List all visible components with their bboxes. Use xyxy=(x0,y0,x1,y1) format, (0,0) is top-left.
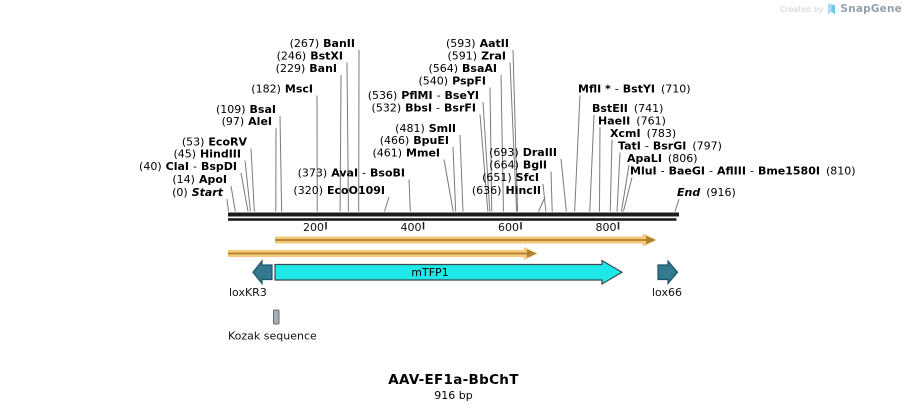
enzyme-connector-line xyxy=(244,160,251,212)
enzyme-label: ApaLI(806) xyxy=(627,152,698,165)
feature-kozak-label: Kozak sequence xyxy=(228,330,317,343)
enzyme-connector-line xyxy=(550,171,553,212)
enzyme-label: (593)AatII xyxy=(446,37,509,50)
enzyme-connector-line xyxy=(589,114,595,212)
enzyme-connector-line xyxy=(339,74,342,212)
enzyme-connector-line xyxy=(250,148,255,212)
primer-arrow xyxy=(228,247,538,260)
snapgene-brand-name: SnapGene xyxy=(840,3,902,15)
enzyme-label: (14)ApoI xyxy=(172,173,227,186)
enzyme-connector-line xyxy=(616,152,621,212)
feature-kozak-marker xyxy=(273,309,280,325)
enzyme-label: (109)BsaI xyxy=(216,103,276,116)
enzyme-label: MflI *-BstYI(710) xyxy=(578,83,691,96)
enzyme-label: (540)PspFI xyxy=(419,75,487,88)
sequence-title: AAV-EF1a-BbChT xyxy=(388,372,519,388)
feature-mTFP1-arrow xyxy=(274,259,624,286)
enzyme-label: (40)ClaI-BspDI xyxy=(139,160,237,173)
enzyme-label: (693)DraIII xyxy=(489,146,557,159)
enzyme-label: (481)SmlI xyxy=(395,122,456,135)
enzyme-label: (53)EcoRV xyxy=(182,136,248,149)
enzyme-label: (532)BbsI-BsrFI xyxy=(372,102,476,115)
ruler-bar-bottom xyxy=(228,218,677,221)
enzyme-label: (591)ZraI xyxy=(447,50,506,63)
enzyme-connector-line xyxy=(230,185,236,212)
enzyme-label: HaeII(761) xyxy=(598,115,666,128)
enzyme-label: (461)MmeI xyxy=(372,147,440,160)
enzyme-label: (267)BanII xyxy=(290,37,355,50)
snapgene-logo-icon xyxy=(827,3,836,15)
enzyme-label: (664)BglI xyxy=(489,159,547,172)
enzyme-connector-line xyxy=(443,159,454,212)
enzyme-connector-line xyxy=(482,101,491,212)
enzyme-connector-line xyxy=(384,196,390,212)
ruler-bar-top xyxy=(228,212,679,217)
enzyme-connector-line xyxy=(512,49,519,212)
enzyme-label: (373)AvaI-BsoBI xyxy=(298,167,405,180)
sequence-length: 916 bp xyxy=(434,389,473,402)
enzyme-connector-line xyxy=(674,198,680,212)
enzyme-connector-line xyxy=(408,179,411,212)
enzyme-label: (182)MscI xyxy=(251,83,313,96)
enzyme-label: (536)PflMI-BseYI xyxy=(368,89,479,102)
enzyme-label: (97)AleI xyxy=(222,115,272,128)
enzyme-connector-line xyxy=(459,134,464,212)
feature-loxKR3-arrow xyxy=(252,259,273,286)
enzyme-connector-line xyxy=(452,146,457,212)
enzyme-label: (0)Start xyxy=(172,186,224,199)
enzyme-label: (651)SfcI xyxy=(482,171,539,184)
enzyme-label: (45)HindIII xyxy=(173,148,241,161)
enzyme-connector-line xyxy=(609,139,613,212)
enzyme-label: (246)BstXI xyxy=(277,50,343,63)
ruler-tick-label: 400 xyxy=(401,221,422,234)
feature-lox66-arrow xyxy=(657,259,679,286)
primer-head xyxy=(646,235,656,245)
primer-arrow xyxy=(275,233,657,247)
enzyme-connector-line xyxy=(574,95,581,212)
enzyme-connector-line xyxy=(538,196,546,212)
enzyme-connector-line xyxy=(279,115,283,212)
primer-head xyxy=(527,249,537,258)
enzyme-connector-line xyxy=(489,87,493,212)
enzyme-connector-line xyxy=(226,198,229,212)
feature-loxKR3-label: loxKR3 xyxy=(229,286,267,299)
enzyme-connector-line xyxy=(622,177,633,212)
enzyme-connector-line xyxy=(509,62,518,212)
ruler-tick-label: 200 xyxy=(303,221,324,234)
map-title-block: AAV-EF1a-BbChT 916 bp xyxy=(0,372,907,402)
enzyme-label: BstEII(741) xyxy=(592,102,663,115)
enzyme-label: TatI-BsrGI(797) xyxy=(618,140,722,153)
enzyme-label: (564)BsaAI xyxy=(428,62,497,75)
enzyme-label: MluI-BaeGI-AflIII-Bme1580I(810) xyxy=(630,165,856,178)
ruler-tick-label: 600 xyxy=(498,221,519,234)
enzyme-label: (466)BpuEI xyxy=(380,134,449,147)
enzyme-connector-line xyxy=(620,164,630,212)
ruler-tick-label: 800 xyxy=(596,221,617,234)
enzyme-label: (320)EcoO109I xyxy=(293,184,385,197)
enzyme-connector-line xyxy=(542,183,547,212)
enzyme-label: (229)BanI xyxy=(276,62,337,75)
snapgene-attribution: Created by SnapGene xyxy=(780,3,902,15)
feature-lox66-label: lox66 xyxy=(652,286,682,299)
enzyme-connector-line xyxy=(346,62,349,212)
enzyme-connector-line xyxy=(500,74,504,212)
enzyme-label: (636)HincII xyxy=(472,184,541,197)
created-by-label: Created by xyxy=(780,4,824,14)
enzyme-connector-line xyxy=(479,114,489,212)
enzyme-connector-line xyxy=(240,172,249,212)
enzyme-label: XcmI(783) xyxy=(610,127,676,140)
feature-mTFP1-label: mTFP1 xyxy=(411,266,448,279)
enzyme-connector-line xyxy=(560,158,567,212)
enzyme-label: End(916) xyxy=(677,186,736,199)
enzyme-connector-line xyxy=(598,127,601,212)
